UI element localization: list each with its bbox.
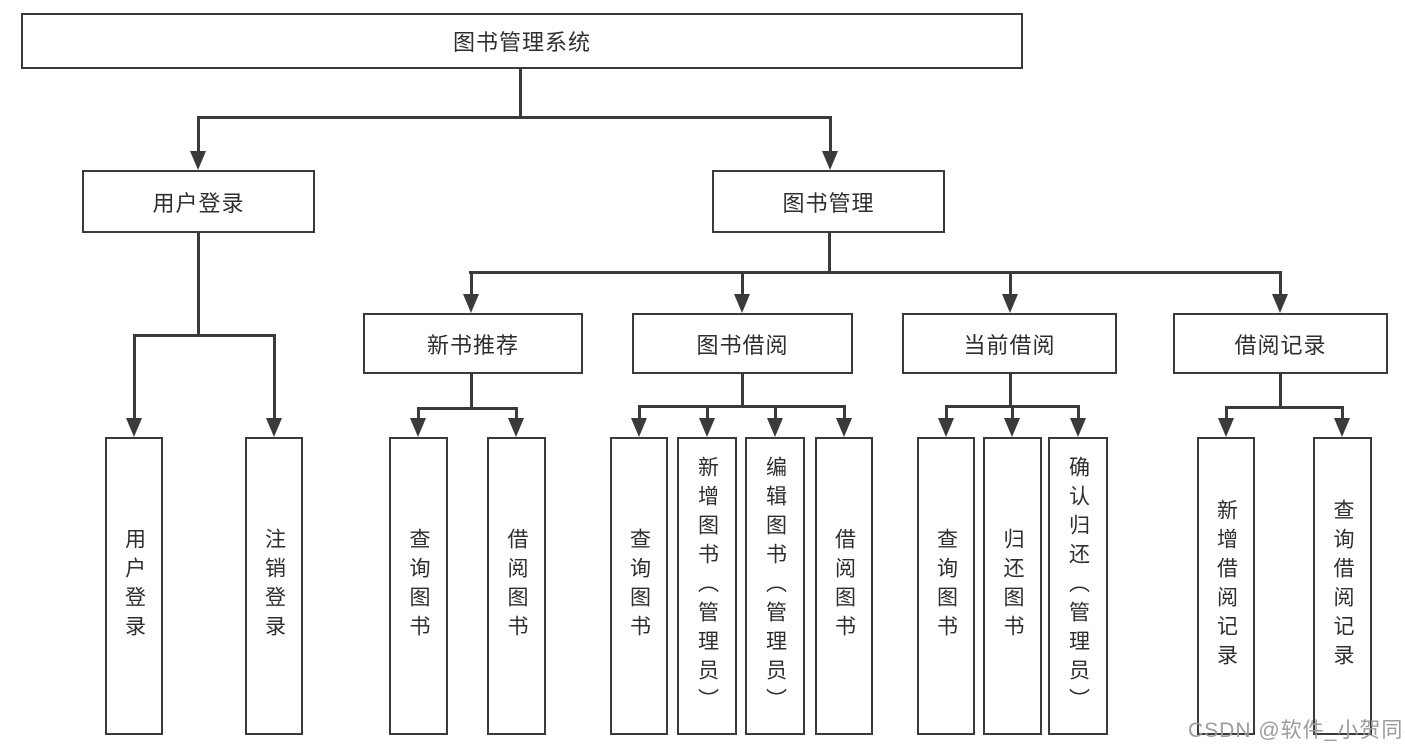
node-book-borrow: 图书借阅 [632,313,853,374]
connector-mgmt-rail [469,271,1282,274]
leaf-user-login-label: 用户登录 [122,528,146,644]
leaf-add-books-admin: 新增图书（管理员） [677,437,737,735]
connector-current-drop-3 [1077,405,1080,420]
leaf-add-borrow-record-label: 新增借阅记录 [1214,499,1238,673]
node-book-mgmt-label: 图书管理 [782,190,875,216]
csdn-watermark: CSDN @软件_小贺同学 [1188,719,1405,742]
connector-borrow-drop-1 [638,405,641,420]
arrowhead-new-books [463,294,479,313]
connector-root-drop-left [197,116,200,154]
connector-current-stem [1009,374,1012,408]
connector-borrow-rail [638,405,846,408]
node-borrow-records: 借阅记录 [1173,313,1388,374]
connector-login-stem [197,233,200,336]
leaf-logout-label: 注销登录 [262,528,286,644]
connector-borrow-stem [741,374,744,408]
connector-current-drop-1 [945,405,948,420]
node-current-borrow-label: 当前借阅 [963,332,1056,358]
leaf-edit-books-admin-label: 编辑图书（管理员） [763,455,787,717]
connector-newbooks-rail [417,407,518,410]
leaf-logout: 注销登录 [245,437,303,735]
connector-mgmt-drop-4 [1279,271,1282,296]
arrowhead-current-borrow [1002,294,1018,313]
leaf-borrow-query-books-label: 查询图书 [627,528,651,644]
arrowhead-current-return [1004,418,1020,437]
connector-newbooks-stem [470,374,473,410]
leaf-return-books-label: 归还图书 [1001,528,1024,644]
connector-login-drop-2 [273,334,276,420]
connector-borrow-drop-4 [843,405,846,420]
node-current-borrow: 当前借阅 [902,313,1117,374]
leaf-user-login: 用户登录 [105,437,163,735]
leaf-newbooks-query-books: 查询图书 [389,437,448,735]
node-borrow-records-label: 借阅记录 [1234,332,1327,358]
leaf-newbooks-borrow-books-label: 借阅图书 [505,528,528,644]
arrowhead-borrow-borrow [836,418,852,437]
connector-root-rail [197,116,832,119]
connector-records-stem [1279,374,1282,409]
leaf-newbooks-query-books-label: 查询图书 [407,528,430,644]
leaf-confirm-return-admin: 确认归还（管理员） [1048,437,1108,735]
connector-records-rail [1225,406,1344,409]
arrowhead-borrow-records [1272,294,1288,313]
connector-newbooks-drop-2 [515,407,518,420]
leaf-add-borrow-record: 新增借阅记录 [1197,437,1255,735]
node-library-system: 图书管理系统 [21,13,1023,69]
connector-records-drop-2 [1341,406,1344,420]
leaf-newbooks-borrow-books: 借阅图书 [487,437,546,735]
connector-borrow-drop-3 [774,405,777,420]
arrowhead-newbooks-query [410,418,426,437]
connector-mgmt-drop-2 [741,271,744,296]
connector-newbooks-drop-1 [417,407,420,420]
arrowhead-book-borrow [734,294,750,313]
node-new-books: 新书推荐 [363,313,583,374]
arrowhead-current-confirm [1070,418,1086,437]
leaf-borrow-borrow-books-label: 借阅图书 [832,528,856,644]
connector-borrow-drop-2 [706,405,709,420]
connector-login-rail [133,334,276,337]
connector-records-drop-1 [1225,406,1228,420]
arrowhead-records-add [1218,418,1234,437]
leaf-current-query-books: 查询图书 [917,437,975,735]
leaf-borrow-query-books: 查询图书 [610,437,668,735]
leaf-query-borrow-record: 查询借阅记录 [1313,437,1372,735]
connector-root-drop-right [829,116,832,154]
arrowhead-current-query [938,418,954,437]
connector-current-drop-2 [1011,405,1014,420]
leaf-current-query-books-label: 查询图书 [934,528,958,644]
node-user-login: 用户登录 [82,170,315,233]
leaf-return-books: 归还图书 [983,437,1042,735]
connector-mgmt-drop-3 [1009,271,1012,296]
arrowhead-user-login [190,151,206,170]
arrowhead-borrow-add [699,418,715,437]
arrowhead-records-query [1334,418,1350,437]
arrowhead-newbooks-borrow [508,418,524,437]
arrowhead-borrow-edit [767,418,783,437]
arrowhead-login-leaf [126,418,142,437]
leaf-confirm-return-admin-label: 确认归还（管理员） [1066,455,1090,717]
node-book-mgmt: 图书管理 [712,170,945,233]
leaf-borrow-borrow-books: 借阅图书 [815,437,873,735]
arrowhead-borrow-query [631,418,647,437]
node-user-login-label: 用户登录 [152,190,245,216]
connector-mgmt-stem [828,233,831,274]
arrowhead-book-mgmt [822,151,838,170]
connector-mgmt-drop-1 [470,271,473,296]
leaf-add-books-admin-label: 新增图书（管理员） [695,455,719,717]
arrowhead-logout-leaf [266,418,282,437]
node-library-system-label: 图书管理系统 [452,30,591,55]
leaf-edit-books-admin: 编辑图书（管理员） [745,437,805,735]
node-book-borrow-label: 图书借阅 [696,332,789,358]
leaf-query-borrow-record-label: 查询借阅记录 [1331,499,1354,673]
connector-login-drop-1 [133,334,136,420]
node-new-books-label: 新书推荐 [426,332,519,358]
connector-root-stem [519,69,522,117]
